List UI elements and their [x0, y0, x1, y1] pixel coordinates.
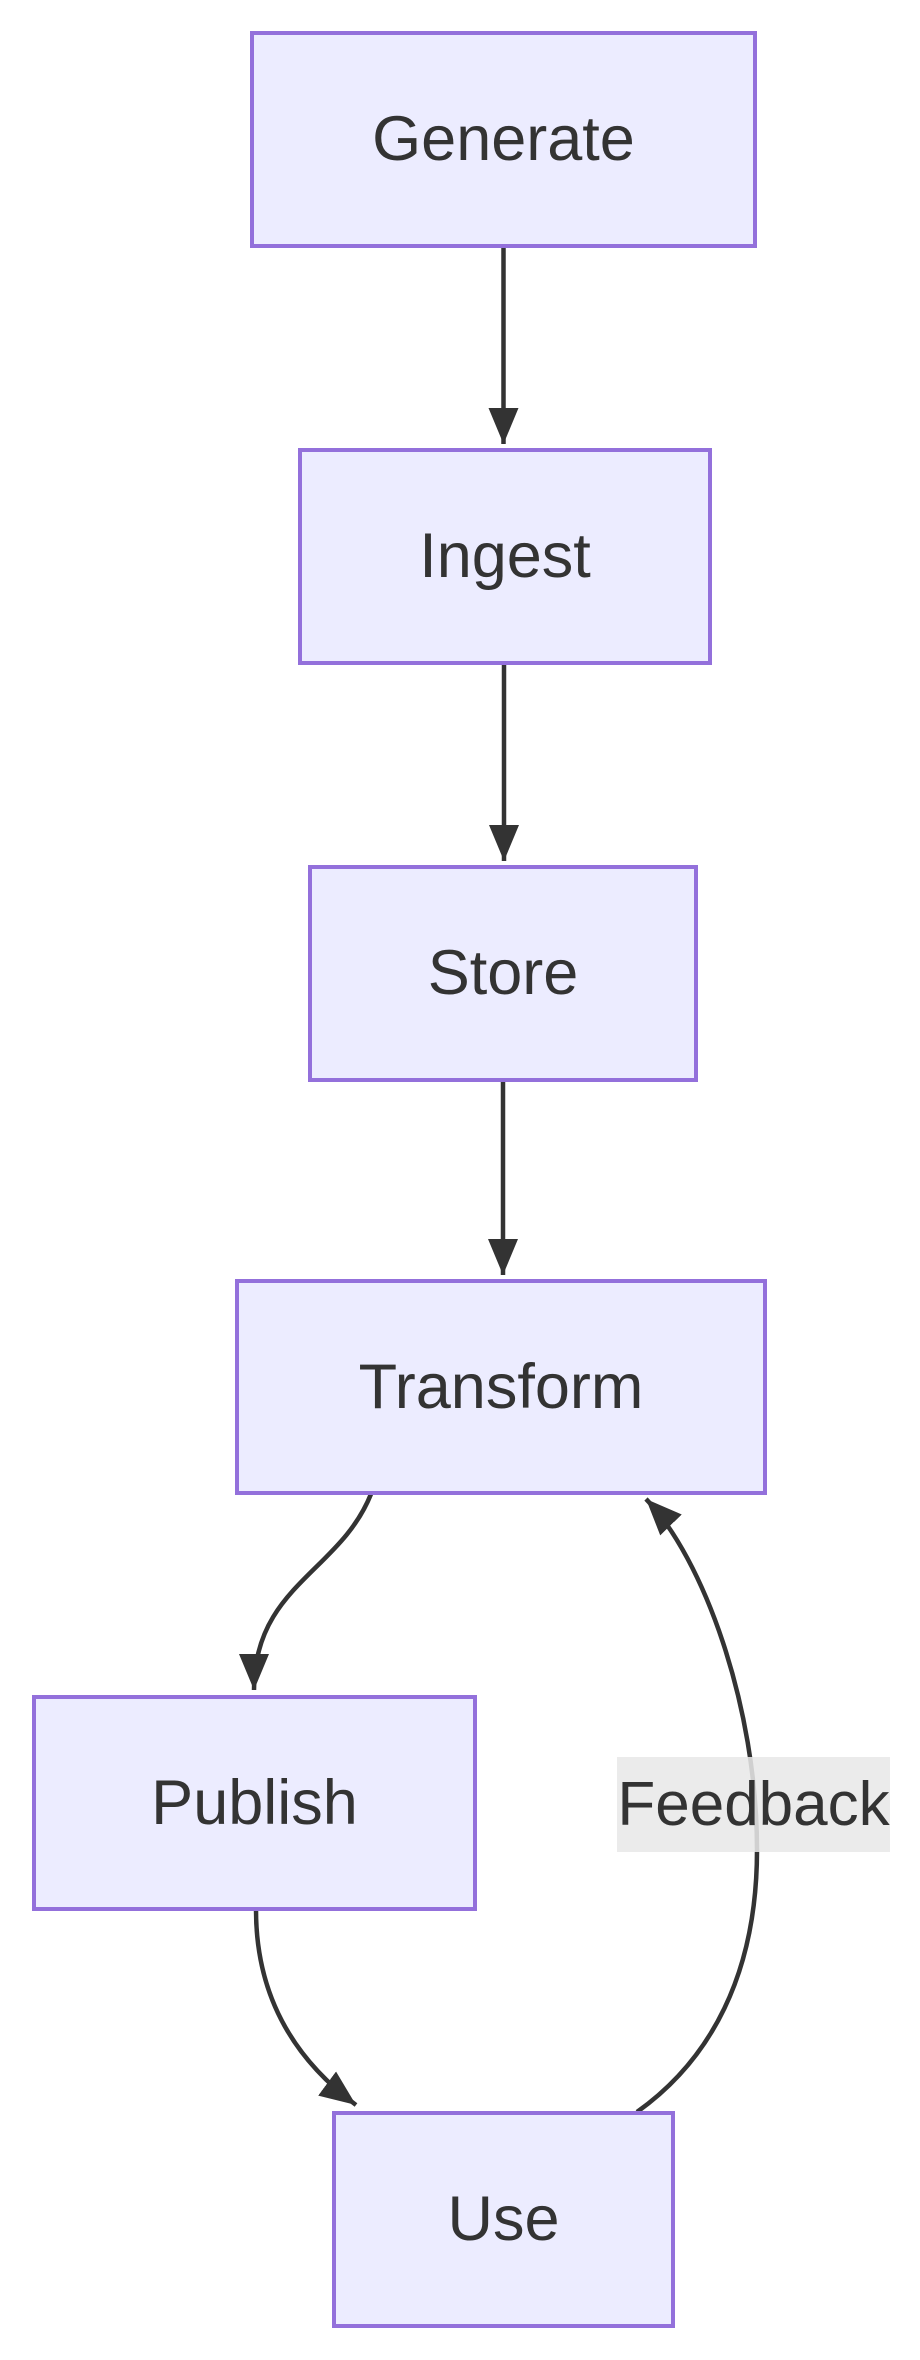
edge-label-feedback: Feedback	[617, 1757, 890, 1852]
node-generate-label: Generate	[372, 104, 635, 174]
node-transform: Transform	[235, 1279, 767, 1495]
node-use-label: Use	[447, 2184, 560, 2254]
node-ingest: Ingest	[298, 448, 712, 665]
node-use: Use	[332, 2111, 675, 2328]
node-store: Store	[308, 865, 698, 1082]
edge-label-feedback-text: Feedback	[617, 1769, 890, 1839]
node-ingest-label: Ingest	[419, 521, 591, 591]
node-publish: Publish	[32, 1695, 477, 1911]
edge-transform-publish	[239, 1493, 374, 1691]
node-publish-label: Publish	[151, 1767, 358, 1838]
edge-publish-use	[253, 1909, 358, 2107]
node-transform-label: Transform	[358, 1351, 644, 1422]
node-generate: Generate	[250, 31, 757, 248]
node-store-label: Store	[427, 938, 579, 1008]
